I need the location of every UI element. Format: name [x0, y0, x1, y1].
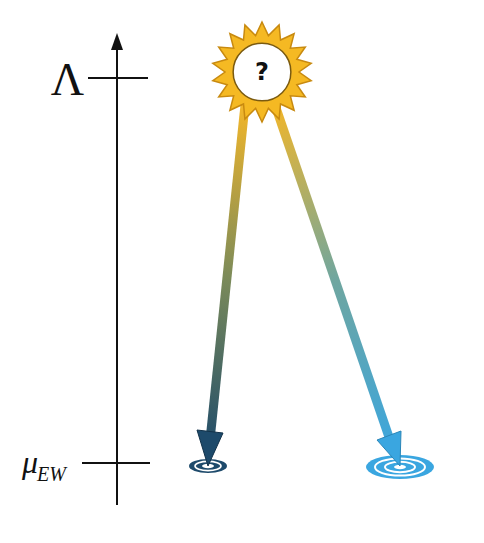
flow-arrow	[275, 105, 401, 466]
question-mark: ?	[255, 60, 269, 84]
flow-arrow	[197, 105, 245, 466]
energy-axis	[116, 48, 118, 505]
scale-label: μ	[22, 446, 38, 478]
axis-arrowhead	[111, 33, 123, 50]
scale-label: Λ	[51, 57, 84, 103]
sun-node: ?	[210, 20, 314, 124]
scale-subscript: EW	[37, 464, 66, 484]
scale-tick	[88, 77, 148, 79]
scale-tick	[82, 462, 150, 464]
